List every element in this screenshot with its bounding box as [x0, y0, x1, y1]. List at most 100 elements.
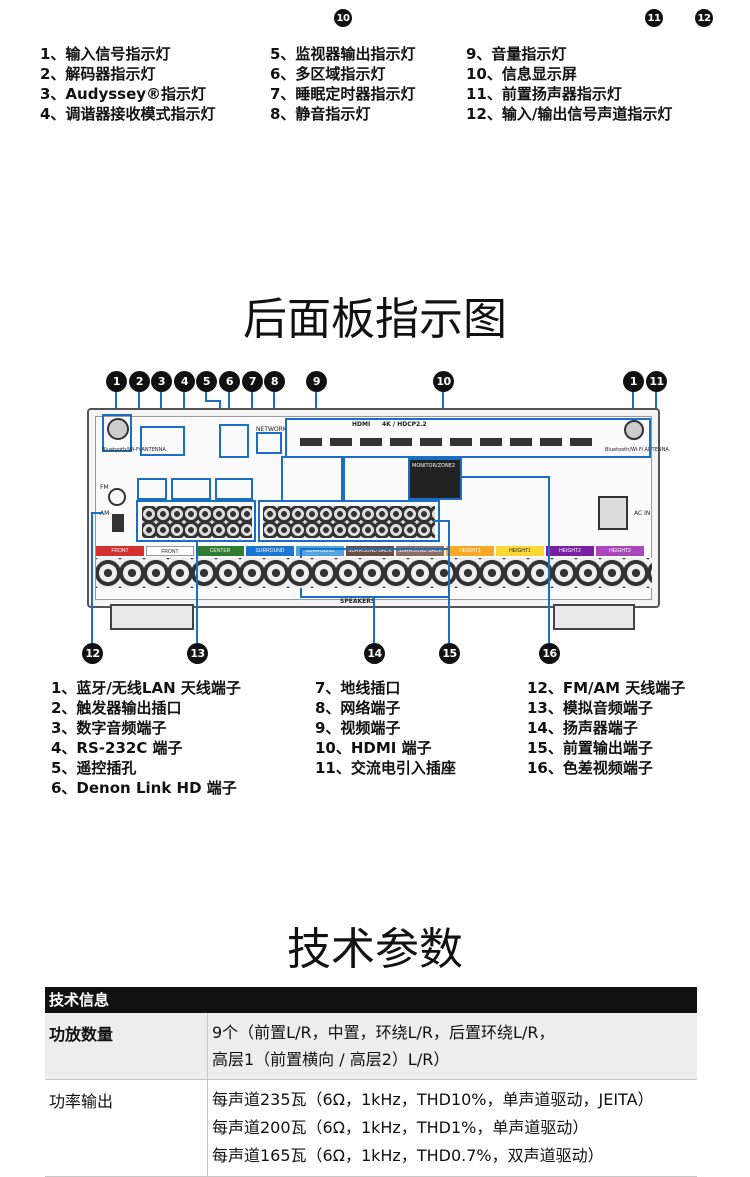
speakers-label: SPEAKERS [340, 598, 376, 605]
rear-legend-item: 4、RS-232C 端子 [51, 739, 183, 757]
ac-inlet [598, 496, 628, 530]
front-legend-col2: 5、监视器输出指示灯 6、多区域指示灯 7、睡眠定时器指示灯 8、静音指示灯 [270, 44, 415, 124]
front-legend-item: 3、Audyssey®指示灯 [40, 85, 207, 103]
rear-legend-item: 3、数字音频端子 [51, 719, 167, 737]
pre-out-jacks [263, 506, 435, 538]
front-legend-item: 9、音量指示灯 [466, 45, 567, 63]
front-legend-item: 5、监视器输出指示灯 [270, 45, 416, 63]
speaker-label-surround-back: SURROUND BACK [396, 546, 444, 556]
speaker-label-height1: HEIGHT1 [446, 546, 494, 556]
rear-legend-col1: 1、蓝牙/无线LAN 天线端子 2、触发器输出插口 3、数字音频端子 4、RS-… [51, 678, 241, 798]
hdcp-label: 4K / HDCP2.2 [382, 421, 427, 428]
digital-audio-box [140, 426, 185, 456]
speaker-label-front: FRONT [146, 546, 194, 556]
fm-connector [108, 488, 126, 506]
panel-foot-right [553, 604, 635, 630]
network-box [256, 432, 282, 454]
spec-key: 功放数量 [49, 1025, 114, 1044]
callout-badge-12: 12 [695, 9, 713, 27]
rear-legend-col3: 12、FM/AM 天线端子 13、模拟音频端子 14、扬声器端子 15、前置输出… [527, 678, 685, 778]
callout-badge-15: 15 [439, 643, 460, 664]
speaker-label-height2: HEIGHT2 [596, 546, 644, 556]
spec-value-line: 每声道235瓦（6Ω，1kHz，THD10%，单声道驱动，JEITA） [212, 1090, 654, 1109]
spec-key: 功率输出 [49, 1092, 114, 1111]
table-row: 功放数量 9个（前置L/R，中置，环绕L/R，后置环绕L/R， 高层1（前置横向… [45, 1013, 697, 1080]
fm-label: FM [100, 484, 109, 491]
monitor-zone-label: MONITOR/ZONE2 [412, 463, 456, 469]
speaker-label-height1: HEIGHT1 [496, 546, 544, 556]
denon-link-box [219, 424, 249, 458]
callout-badge-12: 12 [82, 643, 103, 664]
spec-value-line: 每声道165瓦（6Ω，1kHz，THD0.7%，双声道驱动） [212, 1146, 604, 1165]
rear-legend-item: 7、地线插口 [315, 679, 401, 697]
trigger-out-box [137, 478, 167, 500]
antenna-right-label: Bluetooth/Wi-Fi ANTENNA [605, 447, 669, 453]
callout-badge-11: 11 [646, 371, 667, 392]
callout-badge-3: 3 [151, 371, 172, 392]
specs-title: 技术参数 [287, 924, 463, 975]
antenna-left-connector [107, 418, 129, 440]
analog-audio-box [136, 500, 256, 542]
speaker-label-surround: SURROUND [246, 546, 294, 556]
rear-legend-item: 5、遥控插孔 [51, 759, 137, 777]
video-box [281, 456, 343, 502]
rear-legend-item: 14、扬声器端子 [527, 719, 638, 737]
rear-legend-item: 16、色差视频端子 [527, 759, 653, 777]
front-legend-item: 11、前置扬声器指示灯 [466, 85, 622, 103]
callout-badge-14: 14 [364, 643, 385, 664]
speaker-label-height2: HEIGHT2 [546, 546, 594, 556]
speaker-label-front: FRONT [96, 546, 144, 556]
speaker-label-surround-back: SURROUND BACK [346, 546, 394, 556]
rear-legend-item: 13、模拟音频端子 [527, 699, 653, 717]
analog-audio-jacks [142, 506, 252, 538]
callout-badge-4: 4 [174, 371, 195, 392]
callout-badge-6: 6 [219, 371, 240, 392]
hdmi-ports [300, 438, 640, 448]
specs-table-header: 技术信息 [45, 987, 697, 1013]
table-row: 功率输出 每声道235瓦（6Ω，1kHz，THD10%，单声道驱动，JEITA）… [45, 1080, 697, 1177]
front-legend-item: 12、输入/输出信号声道指示灯 [466, 105, 673, 123]
rear-legend-item: 6、Denon Link HD 端子 [51, 779, 237, 797]
rear-legend-item: 8、网络端子 [315, 699, 401, 717]
hdmi-box [285, 418, 651, 458]
rs232c-box [171, 478, 211, 500]
callout-badge-13: 13 [187, 643, 208, 664]
specs-table: 技术信息 功放数量 9个（前置L/R，中置，环绕L/R，后置环绕L/R， 高层1… [45, 987, 697, 1177]
callout-badge-11: 11 [645, 9, 663, 27]
callout-badge-7: 7 [242, 371, 263, 392]
callout-badge-1: 1 [106, 371, 127, 392]
am-connector [112, 514, 124, 532]
rear-legend-item: 1、蓝牙/无线LAN 天线端子 [51, 679, 241, 697]
rear-legend-item: 2、触发器输出插口 [51, 699, 182, 717]
speaker-channel-strip: FRONT FRONT CENTER SURROUND SURROUND SUR… [96, 546, 652, 556]
rear-legend-item: 15、前置输出端子 [527, 739, 653, 757]
spec-value: 9个（前置L/R，中置，环绕L/R，后置环绕L/R， 高层1（前置横向 / 高层… [207, 1013, 697, 1079]
network-label: NETWORK [256, 426, 287, 433]
front-legend-item: 6、多区域指示灯 [270, 65, 386, 83]
component-video-box [343, 456, 411, 502]
rear-legend-item: 11、交流电引入插座 [315, 759, 456, 777]
spec-value-line: 9个（前置L/R，中置，环绕L/R，后置环绕L/R， [212, 1023, 555, 1042]
callout-badge-16: 16 [539, 643, 560, 664]
front-legend-item: 10、信息显示屏 [466, 65, 577, 83]
spec-value-line: 每声道200瓦（6Ω，1kHz，THD1%，单声道驱动） [212, 1118, 589, 1137]
remote-control-box [215, 478, 253, 500]
antenna-left-label: Bluetooth/Wi-Fi ANTENNA [102, 447, 166, 453]
front-legend-item: 8、静音指示灯 [270, 105, 371, 123]
front-legend-item: 2、解码器指示灯 [40, 65, 156, 83]
rear-legend-item: 9、视频端子 [315, 719, 401, 737]
front-legend-item: 7、睡眠定时器指示灯 [270, 85, 416, 103]
front-legend-item: 1、输入信号指示灯 [40, 45, 171, 63]
callout-badge-2: 2 [129, 371, 150, 392]
ac-in-label: AC IN [634, 510, 651, 517]
am-label: AM [100, 510, 110, 517]
rear-panel-title: 后面板指示图 [243, 294, 507, 345]
callout-badge-9: 9 [306, 371, 327, 392]
front-legend-col1: 1、输入信号指示灯 2、解码器指示灯 3、Audyssey®指示灯 4、调谐器接… [40, 44, 215, 124]
antenna-right-connector [624, 420, 644, 440]
rear-legend-item: 10、HDMI 端子 [315, 739, 432, 757]
callout-badge-8: 8 [264, 371, 285, 392]
hdmi-label: HDMI [352, 421, 371, 428]
callout-badge-1: 1 [623, 371, 644, 392]
speaker-terminals [96, 558, 652, 588]
